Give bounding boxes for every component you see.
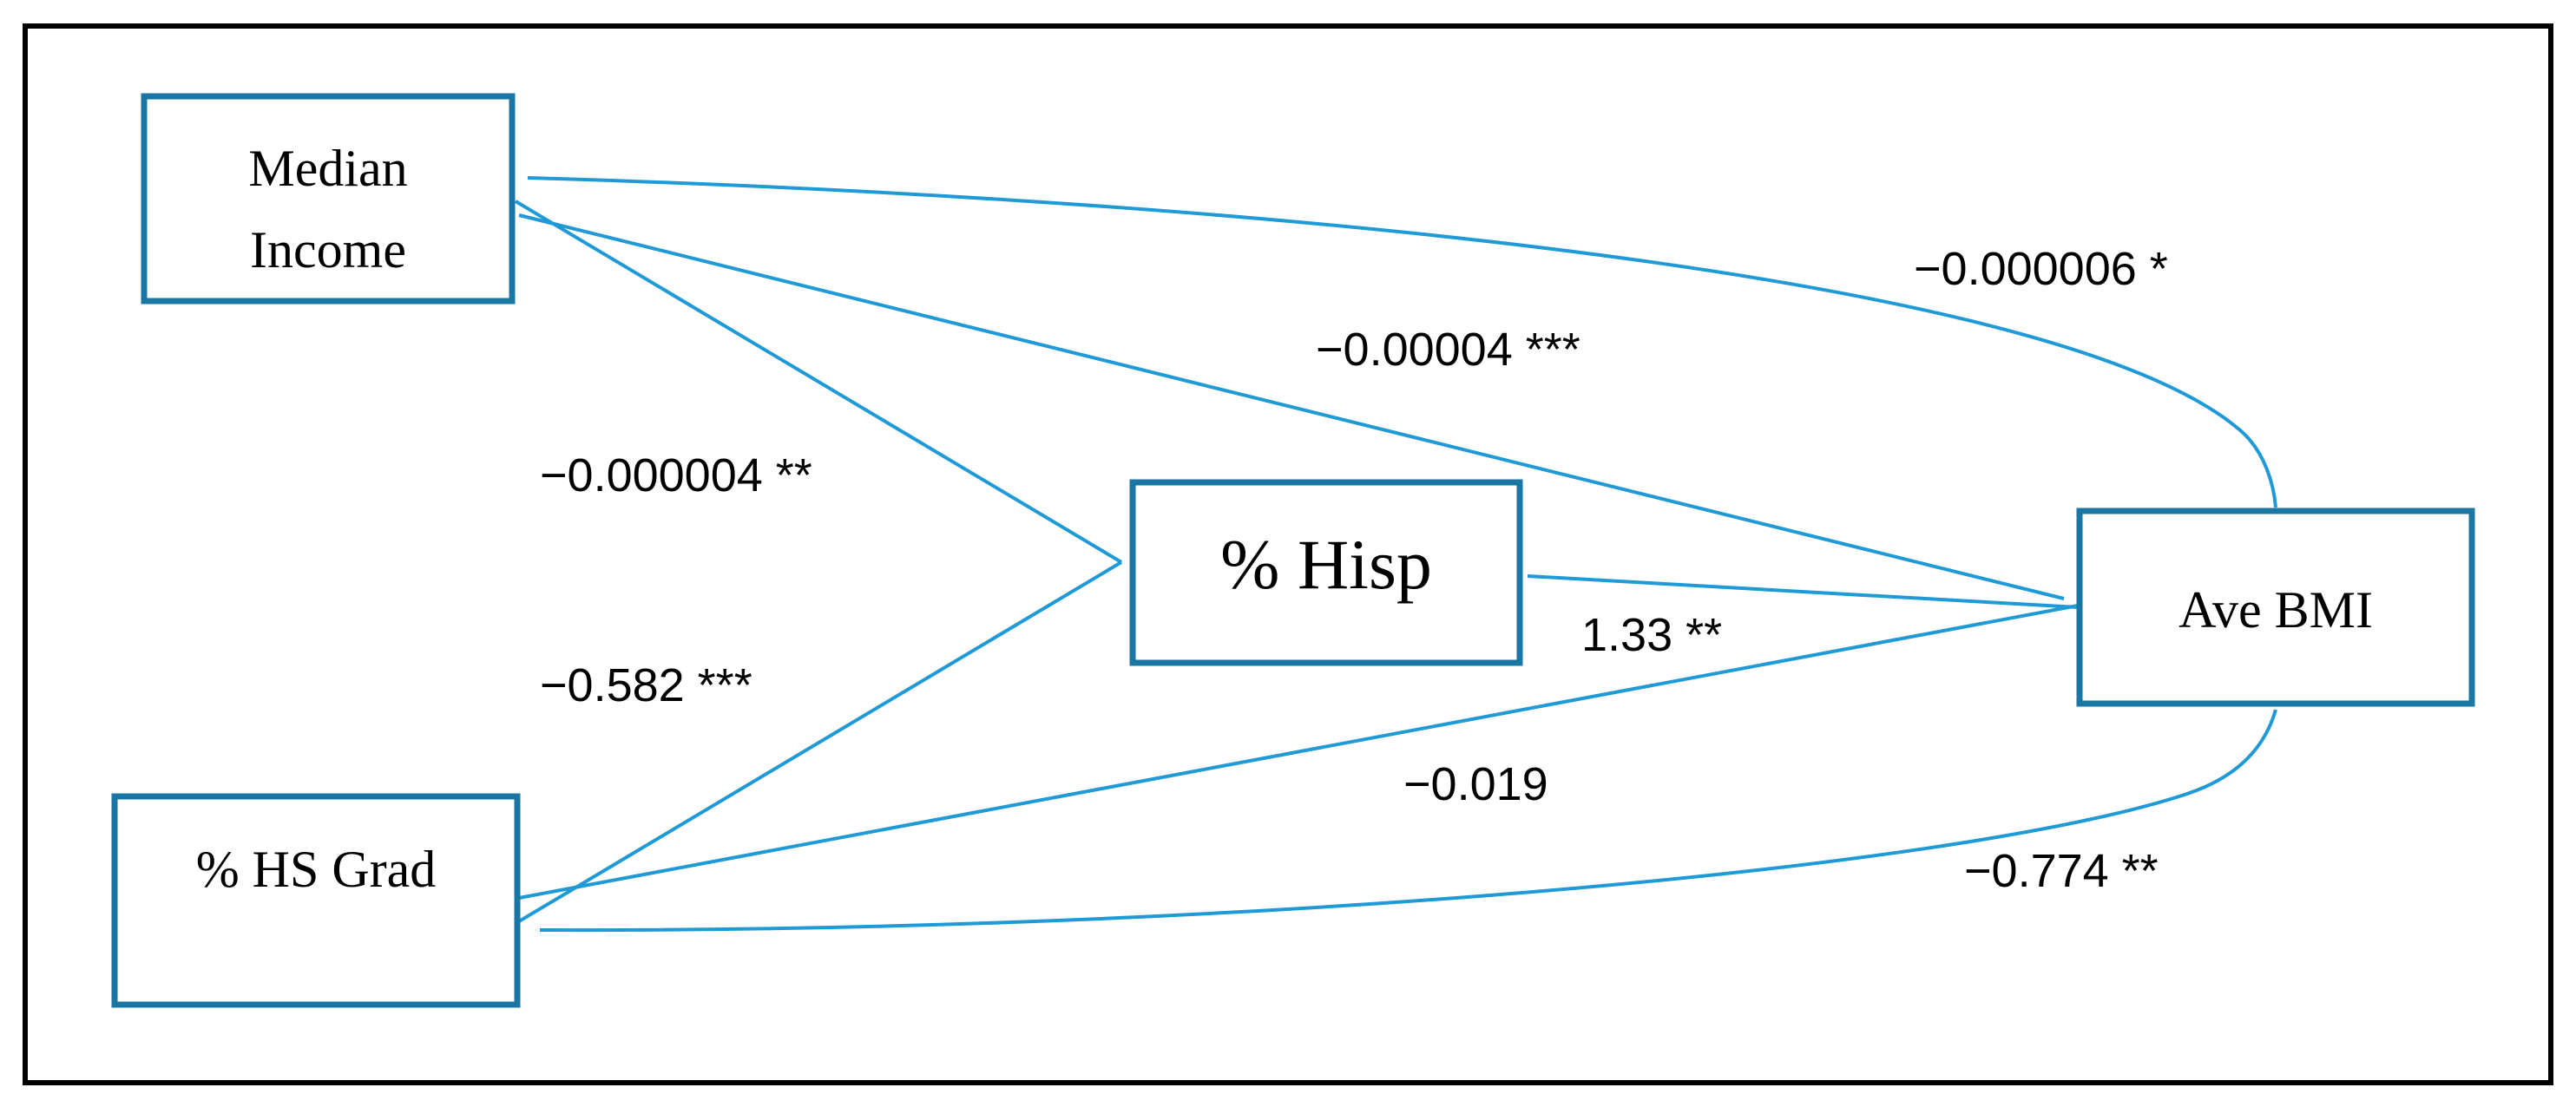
- node-hs-grad: % HS Grad: [111, 793, 521, 1008]
- node-ave-bmi: Ave BMI: [2076, 508, 2475, 707]
- coef-hisp-to-bmi: 1.33 **: [1581, 609, 1722, 661]
- hs-grad-label: % HS Grad: [196, 841, 437, 898]
- coef-hsgrad-to-bmi-direct: −0.019: [1403, 758, 1548, 810]
- hs-grad-box: [111, 793, 521, 1008]
- coef-hsgrad-to-bmi-curved: −0.774 **: [1964, 845, 2159, 897]
- path-income-to-bmi-straight: [518, 213, 2065, 600]
- path-hsgrad-to-hisp: [517, 560, 1123, 923]
- ave-bmi-box: [2076, 508, 2475, 707]
- path-hsgrad-to-bmi-straight: [518, 604, 2079, 900]
- coef-hsgrad-to-hisp: −0.582 ***: [540, 659, 752, 711]
- node-median-income: Median Income: [141, 93, 516, 305]
- coef-income-to-bmi-direct: −0.000006 *: [1914, 243, 2168, 295]
- coefficient-labels: −0.000006 * −0.00004 *** −0.000004 ** −0…: [540, 243, 2168, 897]
- path-income-to-hisp: [514, 200, 1123, 564]
- node-hisp: % Hisp: [1129, 479, 1523, 666]
- hisp-box: [1129, 479, 1523, 666]
- coef-income-to-bmi-mediated: −0.00004 ***: [1316, 324, 1580, 376]
- path-hsgrad-to-bmi-curved: [539, 709, 2277, 933]
- median-income-label-line1: Median: [248, 140, 407, 197]
- median-income-label-line2: Income: [250, 221, 406, 278]
- hisp-label: % Hisp: [1220, 525, 1432, 604]
- path-hisp-to-bmi: [1527, 574, 2079, 609]
- ave-bmi-label: Ave BMI: [2178, 581, 2373, 639]
- path-income-to-bmi-curved: [527, 176, 2277, 508]
- paths: [514, 176, 2277, 933]
- median-income-box: [141, 93, 516, 305]
- coef-income-to-hisp: −0.000004 **: [540, 449, 812, 501]
- diagram-frame: [23, 23, 2553, 1085]
